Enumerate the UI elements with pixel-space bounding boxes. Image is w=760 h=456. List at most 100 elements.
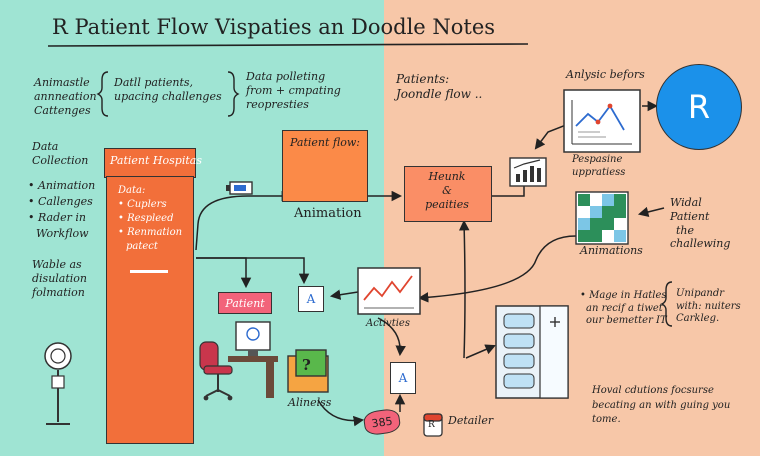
bullet-item: Workflow: [36, 226, 89, 240]
widal-note-line: Widal: [670, 196, 702, 209]
brace-mage: [660, 281, 673, 327]
hoval-note-line: tome.: [592, 414, 621, 425]
wable-note-line: disulation: [32, 271, 88, 285]
number-badge-text: 385: [370, 414, 394, 430]
page-title: R Patient Flow Vispaties an Doodle Notes: [52, 15, 496, 39]
hoval-note-line: Hoval cdutions focsurse: [592, 385, 714, 396]
data-collection-line: Data: [32, 140, 59, 153]
animation-label: Animation: [294, 206, 362, 221]
patients-note-line: Joondle flow ..: [396, 87, 483, 101]
r-circle[interactable]: R: [656, 64, 742, 150]
grid-cell: [602, 230, 614, 242]
patient-flow-title: Patient flow:: [290, 136, 360, 149]
widal-note-line: Patient: [670, 209, 710, 223]
question-box-icon: [287, 349, 329, 393]
brace-right: [227, 71, 240, 117]
activities-chart-icon: [357, 267, 421, 315]
brace-left: [96, 71, 109, 117]
mage-note-line: an recif a tiwet: [586, 302, 663, 314]
bullet-item: • Rader in: [28, 210, 86, 224]
lamp-stand-icon: [44, 342, 72, 425]
link-heunk-down: [458, 219, 470, 359]
activities-label: Activties: [366, 318, 410, 329]
grid-cell: [590, 206, 602, 218]
hospital-column: [106, 176, 194, 444]
pespasine-note-line: uppratiess: [572, 166, 626, 178]
detailer-label: Detailer: [448, 414, 494, 427]
bullet-list: • Animation • Callenges • Rader in Workf…: [28, 178, 95, 242]
data-collection-line: Collection: [32, 153, 89, 167]
grid-cell: [578, 206, 590, 218]
heunk-text: Heunk & peaities: [404, 170, 490, 211]
grid-cell: [578, 194, 590, 206]
mage-note-line: • Mage in Hatles: [580, 290, 667, 301]
wable-note-line: Wable as: [32, 258, 82, 271]
alinelss-label: Alinelss: [288, 396, 332, 409]
link-hospital-right: [196, 257, 310, 285]
grid-cell: [590, 218, 602, 230]
hoval-note-line: becating an with guing you: [592, 399, 731, 411]
widal-note: Widal Patient the challewing: [670, 196, 730, 251]
grid-cell: [602, 206, 614, 218]
polling-note-line: from + cmpating: [246, 83, 341, 97]
pespasine-note-line: Pespasine: [572, 154, 623, 165]
hospital-slot: [130, 270, 168, 273]
title-underline: [47, 43, 529, 47]
grid-cell: [614, 230, 626, 242]
pespasine-note: Pespasine uppratiess: [572, 154, 625, 179]
unipandr-note-line: Carkleg.: [676, 313, 720, 324]
widal-note-line: the: [676, 223, 695, 237]
bar-chart-icon: [509, 157, 547, 187]
report-chart-icon: [563, 89, 641, 153]
brace-note: Datll patients, upacing challenges: [114, 76, 222, 104]
grid-cell: [614, 206, 626, 218]
patients-note-line: Patients:: [396, 72, 450, 86]
top-note-line: Animastle: [34, 76, 90, 89]
hospital-data-list: Data: • Cuplers • Respleed • Renmation p…: [118, 184, 182, 254]
grid-cell: [602, 194, 614, 206]
unipandr-note-line: Unipandr: [676, 288, 725, 299]
grid-cell: [614, 218, 626, 230]
mage-note: • Mage in Hatles an recif a tiwet our be…: [580, 290, 667, 328]
hoval-note: Hoval cdutions focsurse becating an with…: [592, 384, 730, 428]
grid-cell: [590, 230, 602, 242]
top-note-line: annneation: [34, 89, 97, 103]
unipandr-note: Unipandr with: nuiters Carkleg.: [676, 288, 741, 326]
patient-tag[interactable]: Patient: [218, 292, 272, 314]
heunk-box[interactable]: [404, 166, 492, 222]
animations-grid-icon: [575, 191, 629, 245]
hospital-data-line: patect: [126, 241, 158, 252]
analysis-label: Anlysic befors: [566, 68, 645, 81]
r-cup-label: R: [428, 420, 435, 430]
grid-cell: [578, 230, 590, 242]
animations-label: Animations: [580, 244, 643, 257]
polling-note-line: reopresties: [246, 97, 309, 111]
a-card-left[interactable]: A: [298, 286, 324, 312]
top-note-line: Cattenges: [34, 103, 91, 117]
link-cabinet: [465, 344, 496, 359]
hospital-data-line: • Renmation: [118, 227, 183, 238]
bullet-item: • Callenges: [28, 194, 93, 208]
a-card-right[interactable]: A: [390, 362, 416, 394]
mage-note-line: our bemetter IT: [586, 315, 667, 326]
link-hospital-patient: [196, 257, 252, 289]
r-circle-text: R: [687, 88, 711, 126]
battery-icon: [226, 181, 253, 195]
link-hospital-to-flow: [195, 190, 293, 251]
widal-note-line: challewing: [670, 237, 731, 251]
office-desk-icon: [228, 321, 278, 398]
heunk-line: Heunk: [428, 170, 466, 183]
patient-flow-box[interactable]: [282, 130, 368, 202]
hospital-data-line: Data:: [118, 185, 146, 196]
hospital-data-line: • Respleed: [118, 213, 174, 224]
hospital-data-line: • Cuplers: [118, 199, 167, 210]
link-grid-curve: [417, 235, 577, 303]
polling-note-line: Data polleting: [246, 70, 326, 83]
top-note: Animastle annneation Cattenges: [34, 76, 97, 117]
brace-note-line: upacing challenges: [114, 89, 222, 103]
polling-note: Data polleting from + cmpating reopresti…: [246, 70, 341, 111]
link-alinelss-badge: [317, 399, 365, 427]
r-cup-icon: [423, 413, 443, 437]
grid-cell: [614, 194, 626, 206]
